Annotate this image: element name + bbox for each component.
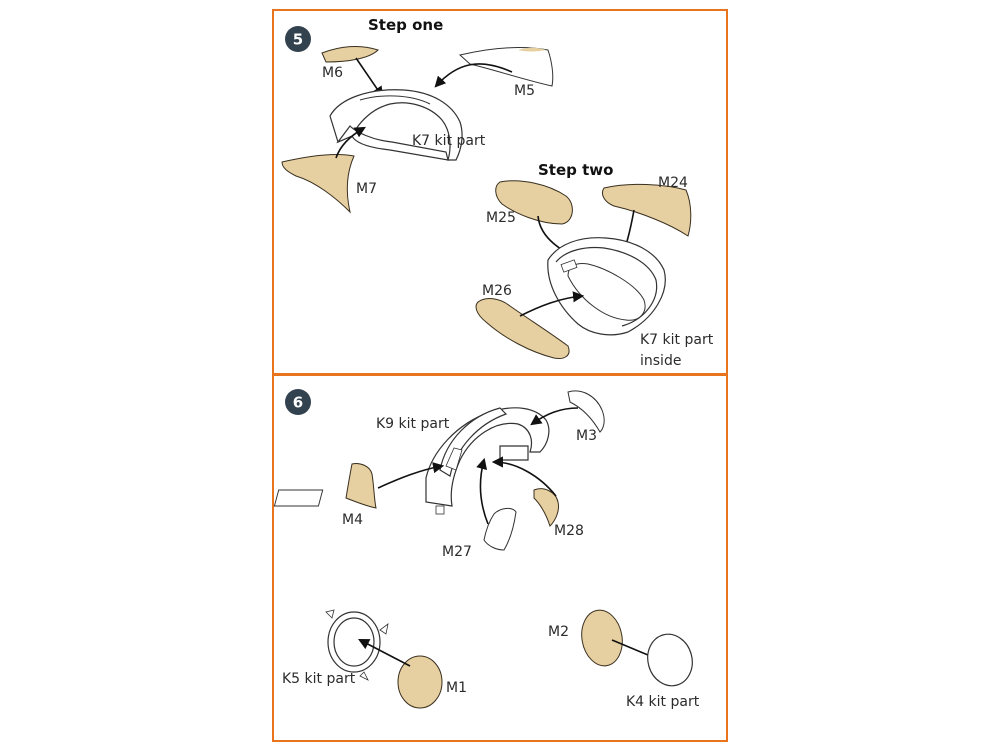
step-two-heading: Step two <box>538 161 613 179</box>
step-5-badge: 5 <box>285 26 311 52</box>
label-m25: M25 <box>486 210 516 226</box>
label-m5: M5 <box>514 83 535 99</box>
arrow-m26 <box>519 291 585 317</box>
part-m26 <box>475 298 570 359</box>
arrow-m3 <box>530 407 579 426</box>
part-m6 <box>321 45 379 63</box>
part-m28 <box>533 488 559 527</box>
part-k4 <box>647 633 693 687</box>
part-m7 <box>281 153 355 214</box>
label-k4: K4 kit part <box>626 694 700 710</box>
arrow-m4 <box>377 462 445 489</box>
label-m4: M4 <box>342 512 363 528</box>
arrow-m7 <box>335 126 366 159</box>
label-m1: M1 <box>446 680 467 696</box>
label-k9: K9 kit part <box>376 416 450 432</box>
arrow-m28 <box>491 456 557 497</box>
label-m7: M7 <box>356 181 377 197</box>
step-6-badge: 6 <box>285 389 311 415</box>
part-k9 <box>273 407 550 515</box>
part-m2 <box>581 609 623 667</box>
label-k7: K7 kit part <box>412 133 486 149</box>
label-k7-inside-1: K7 kit part <box>640 332 714 348</box>
part-m25 <box>495 180 573 225</box>
arrow-m1 <box>358 638 411 667</box>
part-m1 <box>397 655 443 709</box>
arrow-m27 <box>476 457 489 525</box>
label-k5: K5 kit part <box>282 671 356 687</box>
part-k7 <box>329 89 463 161</box>
label-m3: M3 <box>576 428 597 444</box>
part-k7-inside <box>547 237 666 336</box>
arrow-m5 <box>434 63 513 88</box>
label-m27: M27 <box>442 544 472 560</box>
label-m2: M2 <box>548 624 569 640</box>
part-m5 <box>458 47 554 87</box>
part-k5 <box>325 609 389 681</box>
svg-text:5: 5 <box>293 31 303 49</box>
label-m28: M28 <box>554 523 584 539</box>
label-m26: M26 <box>482 283 512 299</box>
label-m6: M6 <box>322 65 343 81</box>
label-k7-inside-2: inside <box>640 353 681 369</box>
svg-text:6: 6 <box>293 394 303 412</box>
part-m4 <box>345 463 377 509</box>
step-one-heading: Step one <box>368 16 443 34</box>
part-m27 <box>483 507 517 551</box>
step-6-panel <box>272 374 728 742</box>
part-m24 <box>601 183 692 237</box>
label-m24: M24 <box>658 175 688 191</box>
part-m3 <box>567 390 605 433</box>
arrow-m6 <box>355 57 384 98</box>
